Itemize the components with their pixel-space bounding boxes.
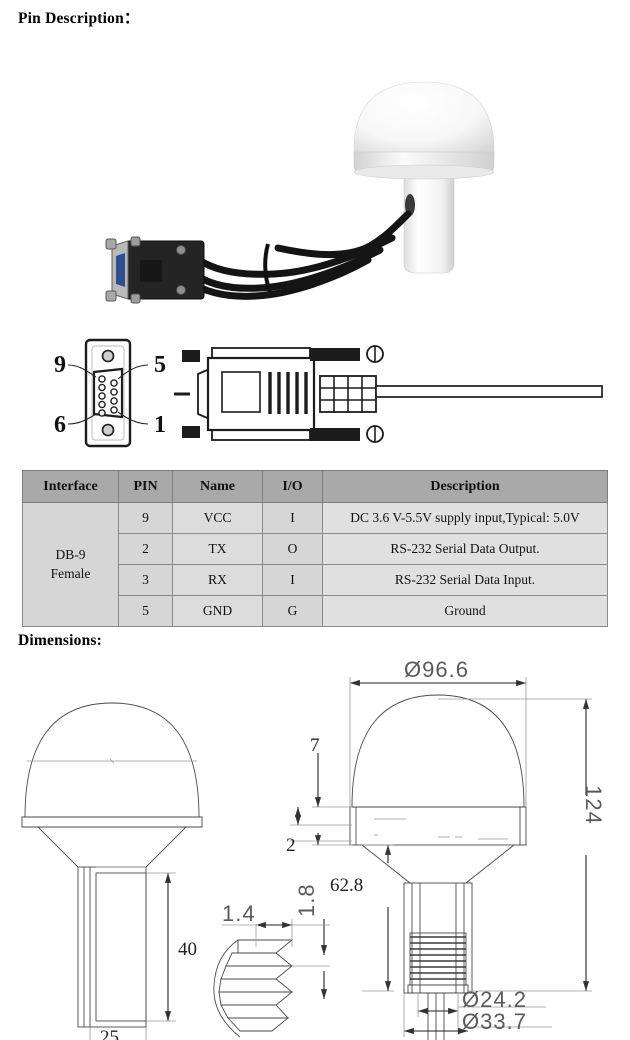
- dim-62p8-leader: [362, 844, 394, 992]
- table-row: 5 GND G Ground: [23, 595, 608, 627]
- db9-front-view: [67, 338, 149, 448]
- db9-pin-label-6: 6: [54, 412, 66, 438]
- dim-label-1p4: 1.4: [222, 901, 256, 926]
- dim-label-25: 25: [100, 1027, 119, 1040]
- db9-connector-photo: [105, 236, 205, 304]
- table-row: 3 RX I RS-232 Serial Data Input.: [23, 564, 608, 596]
- table-row: 2 TX O RS-232 Serial Data Output.: [23, 533, 608, 565]
- dim-1p4-leader: [222, 919, 293, 947]
- dim-label-62p8: 62.8: [330, 875, 363, 896]
- cell-io: O: [262, 533, 323, 565]
- page-title-dimensions: Dimensions:: [18, 632, 103, 649]
- col-header-io: I/O: [262, 470, 323, 503]
- cell-io: I: [262, 502, 323, 534]
- cell-name: VCC: [172, 502, 263, 534]
- col-header-name: Name: [172, 470, 263, 503]
- dim-d96p6-leader: [349, 677, 527, 807]
- cable-tie: [263, 243, 272, 293]
- dim-d33p7-leader: [403, 993, 552, 1037]
- page-title-pin-description: Pin Description：: [18, 10, 140, 27]
- cell-pin: 2: [118, 533, 173, 565]
- table-header-row: Interface PIN Name I/O Description: [22, 470, 608, 503]
- antenna-section-view-right: [349, 694, 527, 1040]
- dimension-drawings-panel: 40 25: [0, 655, 630, 1040]
- interface-label-line2: Female: [50, 565, 91, 581]
- antenna-dome: [353, 81, 495, 180]
- col-header-pin: PIN: [118, 470, 173, 503]
- cell-name: GND: [172, 595, 263, 627]
- dim-label-d24p2: Ø24.2: [462, 987, 527, 1012]
- interface-label-line1: DB-9: [55, 547, 86, 563]
- db9-side-view: [182, 345, 603, 443]
- dim-label-40: 40: [178, 939, 197, 960]
- cell-name: RX: [172, 564, 263, 596]
- dim-label-2: 2: [286, 835, 296, 856]
- cell-pin: 3: [118, 564, 173, 596]
- pin-description-table: Interface PIN Name I/O Description DB-9 …: [22, 470, 608, 627]
- db9-pin-label-9: 9: [54, 352, 66, 378]
- product-photo-gps-antenna: [92, 42, 512, 320]
- dim-25-leader: [89, 1027, 147, 1040]
- cell-interface: DB-9 Female: [22, 502, 119, 627]
- cell-description: DC 3.6 V-5.5V supply input,Typical: 5.0V: [322, 502, 608, 534]
- dim-label-1p8: 1.8: [294, 883, 319, 917]
- cell-description: Ground: [322, 595, 608, 627]
- cell-io: I: [262, 564, 323, 596]
- cell-name: TX: [172, 533, 263, 565]
- dim-124-leader: [438, 698, 592, 992]
- dim-40-leader: [146, 872, 176, 1022]
- dim-2-leader: [290, 807, 352, 842]
- col-header-description: Description: [322, 470, 608, 503]
- table-row: DB-9 Female 9 VCC I DC 3.6 V-5.5V supply…: [22, 502, 608, 627]
- col-header-interface: Interface: [22, 470, 119, 503]
- cell-pin: 9: [118, 502, 173, 534]
- db9-pin-label-1: 1: [154, 412, 166, 438]
- dim-label-d96p6: Ø96.6: [404, 657, 469, 682]
- db9-pin-label-5: 5: [154, 352, 166, 378]
- dim-label-124: 124: [581, 785, 606, 825]
- antenna-stem: [403, 169, 455, 274]
- cell-pin: 5: [118, 595, 173, 627]
- antenna-cable: [186, 210, 412, 300]
- dim-label-d33p7: Ø33.7: [462, 1009, 527, 1034]
- dim-7-leader: [312, 753, 352, 846]
- antenna-side-view-left: [21, 702, 203, 1028]
- cell-description: RS-232 Serial Data Output.: [322, 533, 608, 565]
- db9-pinout-diagram: 9 5 6 1: [30, 332, 610, 454]
- cell-description: RS-232 Serial Data Input.: [322, 564, 608, 596]
- thread-pitch-detail: [213, 939, 294, 1038]
- dim-label-7: 7: [310, 735, 320, 756]
- dim-1p8-leader: [292, 919, 330, 999]
- cell-io: G: [262, 595, 323, 627]
